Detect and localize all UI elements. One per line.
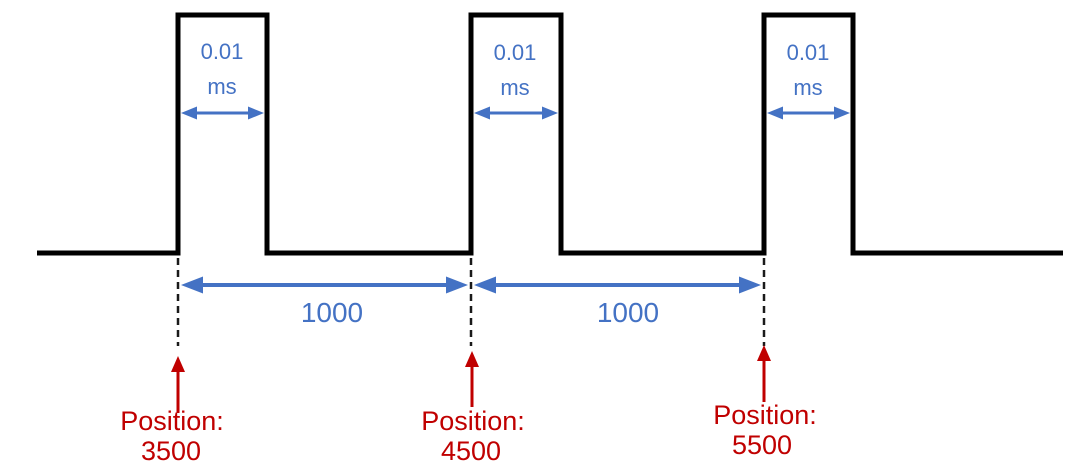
position-arrow-1 bbox=[171, 356, 185, 413]
interval-label: 1000 bbox=[301, 297, 363, 328]
position-arrow-3 bbox=[757, 345, 771, 402]
position-arrow-2 bbox=[465, 351, 479, 407]
position-value: 5500 bbox=[732, 430, 792, 460]
pulse-width-arrow-1 bbox=[181, 106, 264, 120]
interval-arrow-1 bbox=[181, 276, 468, 294]
pulse-width-unit: ms bbox=[500, 75, 529, 100]
interval-label: 1000 bbox=[597, 297, 659, 328]
interval-arrow-2 bbox=[474, 276, 761, 294]
pulse-width-arrow-2 bbox=[474, 106, 558, 120]
pulse-width-value: 0.01 bbox=[201, 39, 244, 64]
pulse-width-unit: ms bbox=[793, 75, 822, 100]
position-value: 4500 bbox=[441, 436, 501, 466]
position-label: Position: bbox=[421, 406, 525, 436]
position-value: 3500 bbox=[141, 436, 201, 466]
pulse-width-arrow-3 bbox=[767, 106, 850, 120]
signal-waveform bbox=[37, 12, 1063, 256]
pulse-width-unit: ms bbox=[207, 74, 236, 99]
position-label: Position: bbox=[713, 400, 817, 430]
pulse-width-value: 0.01 bbox=[787, 40, 830, 65]
position-label: Position: bbox=[120, 406, 224, 436]
pulse-width-value: 0.01 bbox=[494, 40, 537, 65]
